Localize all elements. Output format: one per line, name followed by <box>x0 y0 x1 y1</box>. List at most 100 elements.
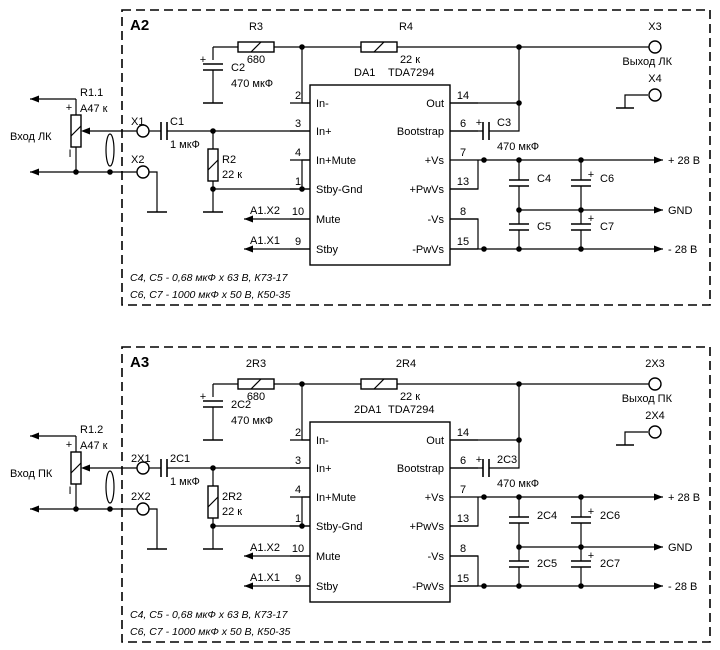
c6-ref: C6 <box>600 173 614 185</box>
pin-number: 8 <box>460 206 466 218</box>
wire <box>450 555 479 586</box>
trim-mark <box>250 41 262 53</box>
wire <box>489 440 520 469</box>
r1-ref: R1.1 <box>80 87 103 99</box>
wire <box>149 508 158 549</box>
pin-name: +PwVs <box>409 184 444 196</box>
rail-neg-label: - 28 В <box>668 581 697 593</box>
wire <box>301 384 310 441</box>
polarity-plus: + <box>588 506 594 518</box>
terminal-x2 <box>136 165 150 179</box>
r4-value: 22 к <box>400 54 420 66</box>
arrow-left-icon <box>30 95 39 103</box>
c3-ref: C3 <box>497 117 511 129</box>
pin-number: 2 <box>295 90 301 102</box>
junction-dot <box>210 523 216 529</box>
r3-ref: R3 <box>249 21 263 33</box>
pin-name: -PwVs <box>412 581 444 593</box>
out-terminal-ref: 2X3 <box>645 358 665 370</box>
r4-ref: R4 <box>399 21 413 33</box>
r2-value: 22 к <box>222 169 242 181</box>
r1-value: A47 к <box>80 103 108 115</box>
pin-number: 13 <box>457 513 469 525</box>
note-line: C4, C5 - 0,68 мкФ x 63 В, К73-17 <box>130 609 289 621</box>
c5-ref: C5 <box>537 221 551 233</box>
polarity-plus: + <box>476 117 482 129</box>
terminal-out <box>648 40 662 54</box>
junction-dot <box>107 506 113 512</box>
pin-name: Mute <box>316 214 340 226</box>
arrow-right-icon <box>654 206 663 214</box>
pin-name: In- <box>316 98 329 110</box>
c1-value: 1 мкФ <box>170 139 200 151</box>
c4-ref: C4 <box>537 173 551 185</box>
junction-dot <box>107 169 113 175</box>
wire <box>624 431 648 445</box>
rail-pos-label: + 28 В <box>668 155 700 167</box>
r2-ref: 2R2 <box>222 491 242 503</box>
c2-value: 470 мкФ <box>231 415 273 427</box>
ic-body <box>309 421 451 603</box>
shield-ellipse <box>105 133 115 167</box>
pin-name: Out <box>426 435 444 447</box>
note-line: C4, C5 - 0,68 мкФ x 63 В, К73-17 <box>130 272 289 284</box>
rail-neg-label: - 28 В <box>668 244 697 256</box>
pin-number: 3 <box>295 118 301 130</box>
junction-dot <box>481 583 487 589</box>
pin-name: -Vs <box>428 551 445 563</box>
pin-name: Stby <box>316 244 339 256</box>
input-label: Вход ПК <box>10 468 53 480</box>
ic-body <box>309 84 451 266</box>
junction-dot <box>481 246 487 252</box>
wire <box>301 159 310 190</box>
c3-ref: 2C3 <box>497 454 517 466</box>
junction-dot <box>210 186 216 192</box>
r1-ref: R1.2 <box>80 424 103 436</box>
x2-ref: X2 <box>131 154 144 166</box>
terminal-x2 <box>136 502 150 516</box>
pin-name: Out <box>426 98 444 110</box>
stby-link: A1.X1 <box>250 572 280 584</box>
pin-name: Bootstrap <box>397 126 444 138</box>
polarity-plus: + <box>588 213 594 225</box>
pin-name: +Vs <box>425 155 445 167</box>
arrow-right-icon <box>654 156 663 164</box>
pin-name: In+Mute <box>316 155 356 167</box>
rail-gnd-label: GND <box>668 205 693 217</box>
wire <box>149 171 158 212</box>
arrow-left-icon <box>30 168 39 176</box>
c1-ref: 2C1 <box>170 453 190 465</box>
note-line: C6, C7 - 1000 мкФ x 50 В, К50-35 <box>130 289 291 301</box>
r3-value: 680 <box>247 54 265 66</box>
trim-mark <box>207 496 219 508</box>
c2-ref: 2C2 <box>231 399 251 411</box>
polarity-plus: + <box>66 439 72 451</box>
pin-number: 6 <box>460 118 466 130</box>
pin-name: Stby-Gnd <box>316 521 362 533</box>
ic-type: TDA7294 <box>388 67 434 79</box>
pin-number: 14 <box>457 427 469 439</box>
pin-name: In+ <box>316 463 332 475</box>
pin-name: In+Mute <box>316 492 356 504</box>
stby-link: A1.X1 <box>250 235 280 247</box>
c2-ref: C2 <box>231 62 245 74</box>
pin-number: 8 <box>460 543 466 555</box>
x1-ref: 2X1 <box>131 453 151 465</box>
junction-dot <box>481 157 487 163</box>
arrow-right-icon <box>654 245 663 253</box>
arrow-left-icon <box>30 505 39 513</box>
junction-dot <box>73 506 79 512</box>
r1-value: A47 к <box>80 440 108 452</box>
c1-ref: C1 <box>170 116 184 128</box>
pin-number: 14 <box>457 90 469 102</box>
trim-mark <box>207 159 219 171</box>
out-terminal-ref: X3 <box>648 21 661 33</box>
ic-type: TDA7294 <box>388 404 434 416</box>
polarity-plus: + <box>588 169 594 181</box>
ic-ref: DA1 <box>354 67 375 79</box>
polarity-plus: + <box>66 102 72 114</box>
wire <box>450 218 479 249</box>
terminal-out <box>648 377 662 391</box>
trim-mark <box>373 378 385 390</box>
